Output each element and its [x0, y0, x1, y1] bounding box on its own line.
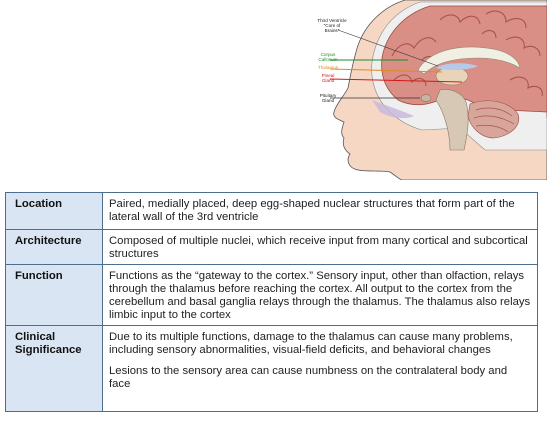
description-paragraph: Due to its multiple functions, damage to… [109, 331, 513, 356]
description-paragraph: Composed of multiple nuclei, which recei… [109, 235, 528, 260]
row-heading: Architecture [5, 229, 103, 265]
cerebellum-folia [473, 107, 515, 133]
brain-figure: Third Ventricle "Core of Brains" Corpus … [310, 0, 547, 180]
pointer-thalamus [329, 68, 443, 73]
corpus-callosum [417, 46, 521, 75]
row-description: Functions as the “gateway to the cortex.… [102, 264, 538, 326]
row-description: Due to its multiple functions, damage to… [102, 325, 538, 412]
brain-illustration [329, 0, 547, 180]
cerebellum [467, 100, 520, 139]
row-heading: Location [5, 192, 103, 230]
nasal-cavity [372, 100, 414, 119]
label-thalamus: Thalamus [317, 65, 339, 70]
pointer-pineal [329, 78, 463, 83]
description-paragraph: Paired, medially placed, deep egg-shaped… [109, 198, 515, 223]
pointer-third-ventricle [337, 29, 439, 67]
brainstem [435, 89, 469, 151]
row-heading: Clinical Significance [5, 325, 103, 412]
third-ventricle [436, 63, 478, 71]
label-corpus-callosum: Corpus Callosum [318, 52, 338, 63]
gyri [391, 10, 543, 97]
label-pineal-gland: Pineal Gland [321, 73, 335, 84]
pituitary-gland [420, 94, 432, 102]
row-description: Composed of multiple nuclei, which recei… [102, 229, 538, 265]
label-third-ventricle: Third Ventricle "Core of Brains" [317, 18, 347, 34]
label-pituitary-gland: Pituitary Gland [319, 93, 337, 104]
description-paragraph: Lesions to the sensory area can cause nu… [109, 365, 508, 390]
row-heading: Function [5, 264, 103, 326]
row-description: Paired, medially placed, deep egg-shaped… [102, 192, 538, 230]
description-paragraph: Functions as the “gateway to the cortex.… [109, 270, 531, 321]
